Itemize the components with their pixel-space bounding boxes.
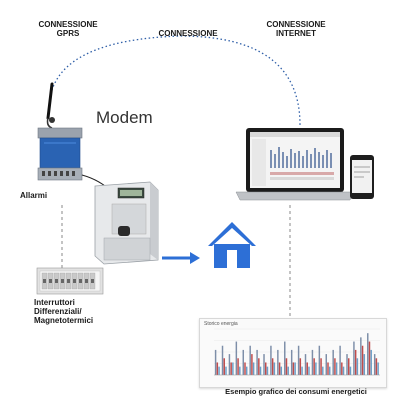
chart-bar [368,341,371,375]
chart-bar [256,349,258,375]
chart-bar [334,358,336,375]
chart-bar [266,366,269,375]
chart-bar [287,366,289,375]
chart-bar [277,349,279,375]
chart-bar [361,345,364,375]
internet-connection-label: CONNESSIONE INTERNET [256,20,336,38]
chart-bar [360,337,362,375]
chart-bar [271,358,274,375]
chart-bar [259,366,262,375]
chart-bar [308,366,310,375]
breakers-label-line2: Differenziali/ [34,307,82,317]
chart-bar [373,354,376,375]
chart-bar [315,362,317,375]
chart-bar [223,358,225,375]
chart-bar [335,362,338,375]
chart-bar [270,345,272,375]
modem-icon [37,127,113,193]
chart-bar [313,358,315,375]
gprs-label-line2: GPRS [56,29,80,39]
chart-bar [294,362,296,375]
chart-bar [349,366,352,375]
chart-bar [363,354,366,375]
chart-bar [280,366,283,375]
chart-bar [332,349,334,375]
chart-bar [285,358,288,375]
chart-bar [342,366,345,375]
chart-bar [242,349,245,375]
energy-chart [214,328,380,376]
chart-bar [249,345,251,375]
breakers-label-line1: Interruttori [34,298,75,307]
chart-bar [346,354,348,375]
chart-bar [284,341,286,375]
chart-bar [263,354,265,375]
arrow-right-icon [162,252,200,264]
chart-bar [290,349,293,375]
gprs-connection-label: CONNESSIONE GPRS [28,20,108,38]
chart-bar [265,362,267,375]
chart-bar [348,358,350,375]
modem-label: Modem [96,108,153,127]
chart-caption: Esempio grafico dei consumi energetici [225,387,367,396]
chart-bar [214,349,217,375]
internet-label-line2: INTERNET [276,29,316,39]
chart-bar [239,366,241,375]
chart-title: Storico energia [204,321,238,327]
chart-bar [311,349,314,375]
chart-bar [299,358,302,375]
chart-bar [237,358,239,375]
chart-bar [245,366,248,375]
energy-chart-panel: Storico energia [199,318,387,388]
energy-meter-icon [94,181,159,265]
chart-bar [244,362,246,375]
breakers-label: Interruttori Differenziali/ Magnetotermi… [34,298,104,326]
antenna-icon [46,82,55,129]
chart-bar [230,362,232,375]
chart-bar [325,354,328,375]
chart-bar [354,349,357,375]
chart-bar [216,362,219,375]
chart-bar [252,362,255,375]
chart-bar [375,358,378,375]
chart-bar [301,366,303,375]
chart-bar [304,354,307,375]
chart-bar [232,362,234,375]
breaker-panel-icon [36,267,104,295]
gprs-connection-line [49,35,301,126]
smartphone-icon [350,155,374,199]
chart-bar [341,362,343,375]
chart-bar [356,358,359,375]
chart-bar [327,362,329,375]
chart-bar [339,345,341,375]
connection-label: CONNESSIONE [158,29,218,38]
chart-bar [258,358,260,375]
chart-bar [251,354,253,375]
chart-bar [221,345,224,375]
laptop-icon [235,128,355,201]
chart-bar [370,349,372,375]
chart-bar [322,366,324,375]
chart-bar [318,345,321,375]
gprs-label-line1: CONNESSIONE [38,20,98,29]
chart-bar [225,366,227,375]
chart-bar [297,345,300,375]
chart-bar [235,341,238,375]
internet-label-line1: CONNESSIONE [266,20,326,29]
chart-bar [278,362,281,375]
chart-bar [218,366,220,375]
chart-bar [328,366,331,375]
chart-bar [320,358,322,375]
chart-bar [306,362,308,375]
house-icon [208,222,256,268]
chart-bar [273,362,276,375]
chart-bar [292,362,295,375]
chart-bar [377,362,379,375]
alarms-label: Allarmi [20,191,48,200]
breakers-label-line3: Magnetotermici [34,316,94,326]
chart-bar [353,341,355,375]
chart-bar [228,354,231,375]
chart-bar [367,333,369,375]
